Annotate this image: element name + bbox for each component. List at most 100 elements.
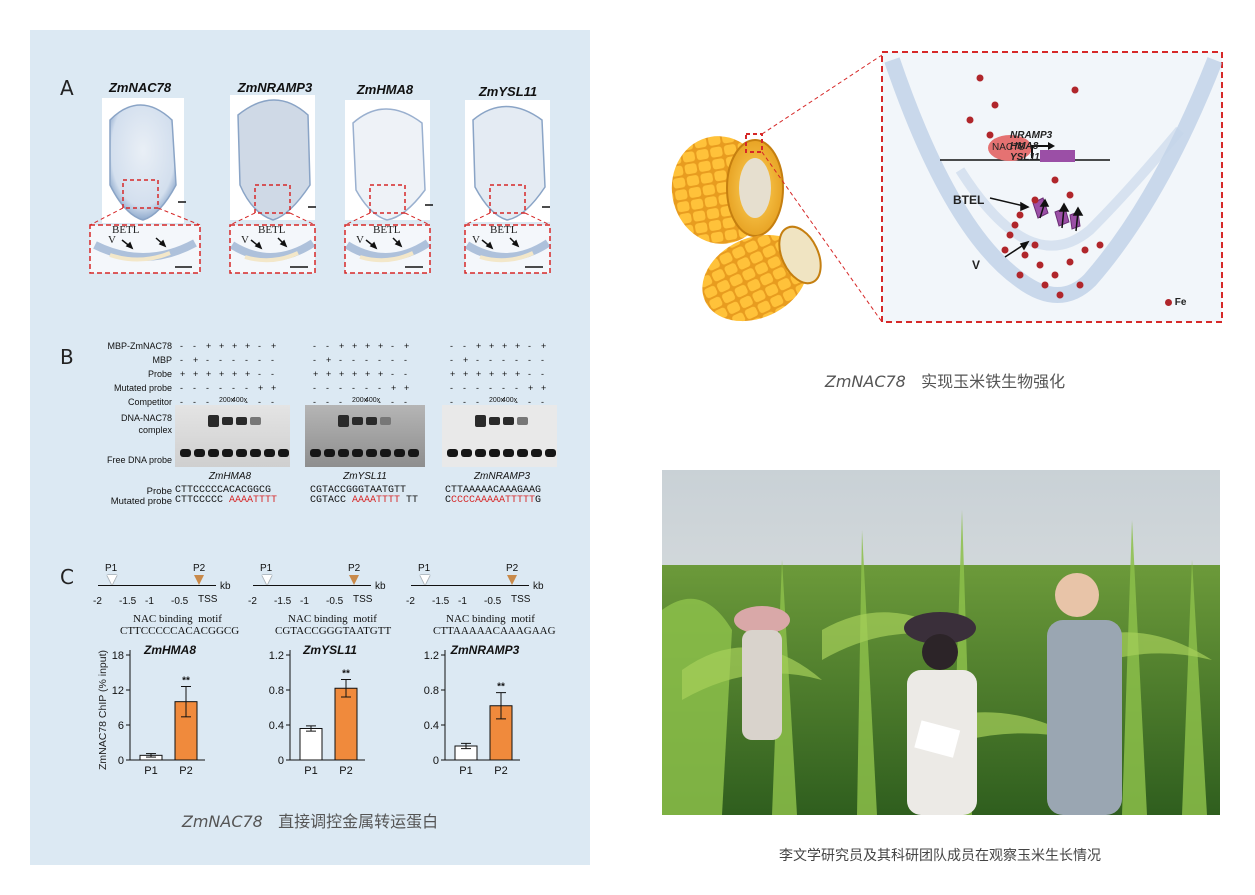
emsa-mark: - — [391, 369, 394, 379]
caption-left: ZmNAC78 直接调控金属转运蛋白 — [30, 808, 590, 832]
motif-label: NAC binding motif — [133, 613, 222, 625]
emsa-mark: - — [463, 341, 466, 351]
emsa-mark: + — [193, 369, 199, 379]
free-probe-band — [250, 449, 261, 457]
fe-particle — [986, 131, 994, 139]
emsa-mark: - — [378, 397, 381, 407]
inset-4-betl-label: BETL — [490, 224, 518, 236]
emsa-mark: - — [528, 369, 531, 379]
fe-particle — [991, 101, 999, 109]
promoter-p2-label: P2 — [506, 563, 519, 574]
y-tick-label: 0 — [433, 755, 439, 767]
emsa-mark: + — [378, 341, 384, 351]
fe-particle — [966, 116, 974, 124]
promoter-axis — [411, 585, 529, 586]
complex-band — [250, 417, 261, 425]
mutated-seq-2-mut: AAAATTTT — [352, 495, 401, 506]
motif-label: NAC binding motif — [288, 613, 377, 625]
emsa-mark: - — [450, 355, 453, 365]
fe-particle — [1031, 241, 1039, 249]
fe-particle — [1071, 86, 1079, 94]
promoter-tick: -0.5 — [484, 596, 502, 607]
mutated-seq-3-pre: C — [445, 495, 452, 506]
fe-particle — [1031, 196, 1039, 204]
panel-a-gene-3: ZmHMA8 — [356, 82, 414, 97]
iron-biofortification-model — [671, 51, 1223, 323]
motif-sequence: CTTAAAAACAAAGAAG — [433, 625, 556, 637]
emsa-mark: - — [391, 397, 394, 407]
emsa-mark: - — [541, 355, 544, 365]
fe-particle — [1096, 241, 1104, 249]
emsa-mark: - — [541, 369, 544, 379]
emsa-mark: - — [326, 383, 329, 393]
mutated-seq-1-mut: AAAATTTT — [229, 495, 278, 506]
free-probe-band — [475, 449, 486, 457]
emsa-mark: - — [326, 397, 329, 407]
y-tick-label: 0.4 — [424, 720, 439, 732]
panel-c-label: C — [60, 565, 74, 589]
fe-particle — [1016, 271, 1024, 279]
emsa-mark: - — [339, 397, 342, 407]
emsa-mark: - — [391, 341, 394, 351]
panel-a-gene-1: ZmNAC78 — [108, 80, 172, 95]
promoter-tick: -1 — [458, 596, 467, 607]
emsa-mark: + — [391, 383, 397, 393]
emsa-mark: + — [232, 341, 238, 351]
y-tick-label: 1.2 — [424, 650, 439, 662]
emsa-mark: - — [180, 355, 183, 365]
model-target-genes: NRAMP3 HMA8 YSL11 — [1010, 130, 1052, 163]
emsa-mark: - — [489, 383, 492, 393]
promoter-tss-label: TSS — [198, 594, 218, 605]
motif-sequence: CTTCCCCCACACGGCG — [120, 625, 240, 637]
y-tick-label: 0.8 — [269, 685, 284, 697]
emsa-mark: - — [245, 383, 248, 393]
fe-legend-label: Fe — [1174, 297, 1187, 308]
emsa-mark: - — [528, 341, 531, 351]
emsa-mark: - — [271, 369, 274, 379]
emsa-mark: - — [245, 397, 248, 407]
y-tick-label: 0.8 — [424, 685, 439, 697]
mutated-seq-2-pre: CGTACC — [310, 495, 353, 506]
free-probe-band — [531, 449, 542, 457]
emsa-mark: - — [326, 341, 329, 351]
emsa-mark: - — [206, 355, 209, 365]
emsa-mark: + — [326, 355, 332, 365]
emsa-mark: - — [193, 397, 196, 407]
emsa-mark: - — [339, 383, 342, 393]
emsa-mark: - — [365, 383, 368, 393]
inset-2-v-label: V — [241, 234, 249, 246]
promoter-tick: -1.5 — [119, 596, 137, 607]
y-tick-label: 0.4 — [269, 720, 284, 732]
free-probe-band — [517, 449, 528, 457]
band-label-free: Free DNA probe — [106, 455, 172, 465]
inset-3-betl-label: BETL — [373, 224, 401, 236]
emsa-mark: - — [502, 383, 505, 393]
emsa-mark: - — [378, 355, 381, 365]
free-probe-band — [394, 449, 405, 457]
emsa-mark: + — [489, 341, 495, 351]
caption-left-text: 直接调控金属转运蛋白 — [278, 812, 439, 831]
emsa-mark: - — [476, 397, 479, 407]
panel-a-label: A — [60, 76, 74, 100]
emsa-mark: + — [450, 369, 456, 379]
mutated-seq-2-post: TT — [400, 495, 419, 506]
free-probe-band — [338, 449, 349, 457]
p1-marker — [262, 575, 272, 585]
promoter-kb-label: kb — [375, 581, 386, 592]
probe-row-label: Probe — [146, 486, 172, 497]
emsa-mark: + — [180, 369, 186, 379]
emsa-mark: - — [180, 383, 183, 393]
free-probe-band — [278, 449, 289, 457]
promoter-tss-label: TSS — [353, 594, 373, 605]
gel-gene-1: ZmHMA8 — [208, 471, 252, 482]
emsa-mark: - — [515, 355, 518, 365]
emsa-mark: - — [313, 341, 316, 351]
y-tick-label: 0 — [118, 755, 124, 767]
fe-particle — [1001, 246, 1009, 254]
significance-label: ** — [342, 669, 350, 680]
free-probe-band — [489, 449, 500, 457]
mutated-row-label: Mutated probe — [110, 496, 172, 507]
emsa-mark: 200x — [352, 397, 368, 404]
free-probe-band — [310, 449, 321, 457]
emsa-mark: - — [528, 397, 531, 407]
